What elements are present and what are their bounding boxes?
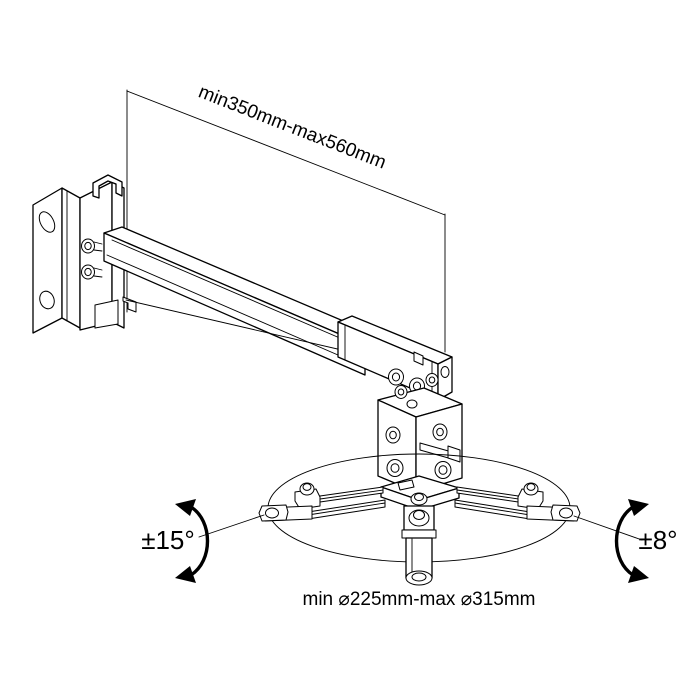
outer-arm-face-detail xyxy=(413,351,424,366)
diameter-dimension-text: min ⌀225mm-max ⌀315mm xyxy=(303,589,536,610)
head-knob-front-lower-center xyxy=(390,463,400,473)
spider-hub-bolt-top xyxy=(414,493,424,501)
spider-hub-lug xyxy=(397,479,415,491)
spider-arm-rear-right xyxy=(456,482,544,510)
center-drop-tube xyxy=(401,505,437,586)
inner-arm-edge-line-b xyxy=(106,254,369,369)
outer-arm-adjust-bolts xyxy=(388,368,425,395)
spider-arm-fr-end-hole xyxy=(559,507,573,519)
tilt-arrow-head-bottom xyxy=(628,566,649,583)
tilt-angle-indicator: ±8° xyxy=(614,499,678,583)
head-top-bolt xyxy=(406,399,418,409)
spider-arm-rl-bolt-top xyxy=(302,483,312,491)
spider-arm-rr-bolt-top xyxy=(526,483,536,491)
wall-plate-hole-lower xyxy=(39,290,55,310)
extension-dimension-line xyxy=(126,90,446,216)
tilt-swivel-head xyxy=(377,373,463,493)
drop-tube-end-hole xyxy=(411,572,427,582)
pivot-bolt-shaft-upper xyxy=(93,241,103,252)
pivot-bolt-washer-lower xyxy=(84,267,92,277)
leader-line-tilt xyxy=(573,515,643,541)
inner-arm-edge-line-a xyxy=(111,239,371,352)
bracket-top-tab xyxy=(92,174,123,199)
spider-arm-fr-slot xyxy=(454,502,531,516)
inner-arm-side-face xyxy=(103,232,366,376)
head-swivel-bolt-right-center xyxy=(428,376,436,384)
head-swivel-bolt-left-center xyxy=(397,388,405,396)
tilt-arrow-arc xyxy=(614,505,635,577)
wall-mounting-plate xyxy=(32,187,81,334)
spider-arm-front-left xyxy=(258,499,386,522)
spider-arm-fl-slot xyxy=(307,502,386,516)
inner-arm-retaining-clip xyxy=(122,296,137,313)
inner-arm-slide-slot xyxy=(125,299,373,358)
spider-arm-rear-left xyxy=(294,482,384,510)
wall-side-bracket xyxy=(79,174,125,331)
swivel-arrow-head-bottom xyxy=(175,566,196,583)
wall-plate-return xyxy=(61,187,81,329)
head-knob-side-lower-center xyxy=(438,465,448,475)
swivel-angle-indicator: ±15° xyxy=(141,499,210,583)
spider-arm-rl-end-bracket xyxy=(294,488,321,510)
wall-plate-face xyxy=(32,187,63,334)
bracket-pivot-bolts xyxy=(81,238,103,280)
pivot-bolt-washer-upper xyxy=(84,241,92,251)
head-knob-front-upper-center xyxy=(389,430,397,440)
swivel-arrow-arc xyxy=(189,505,210,577)
spider-arm-fl-end-hole xyxy=(265,507,279,519)
drop-tube-collar-bolt-top xyxy=(413,510,425,520)
bracket-bottom-notch xyxy=(94,299,119,329)
spider-arm-front-right xyxy=(454,499,581,522)
outer-arm-end-flange xyxy=(437,356,453,401)
projector-spider-bracket xyxy=(258,475,581,522)
swivel-arrow-head-top xyxy=(175,499,196,516)
head-knob-side-upper-center xyxy=(436,427,444,437)
tilt-angle-text: ±8° xyxy=(638,525,677,555)
leader-line-swivel xyxy=(198,514,265,538)
head-tilt-lever-knob xyxy=(447,445,461,463)
adjust-bolt-center-left xyxy=(391,372,401,382)
wall-plate-hole-upper xyxy=(38,211,56,233)
tilt-arrow-head-top xyxy=(628,499,649,516)
pivot-bolt-shaft-lower xyxy=(93,267,103,278)
extension-dimension-text: min350mm-max560mm xyxy=(195,82,389,174)
swivel-angle-text: ±15° xyxy=(141,525,195,555)
outer-arm-flange-hole xyxy=(440,366,450,378)
drop-tube-collar-lip xyxy=(401,529,437,539)
